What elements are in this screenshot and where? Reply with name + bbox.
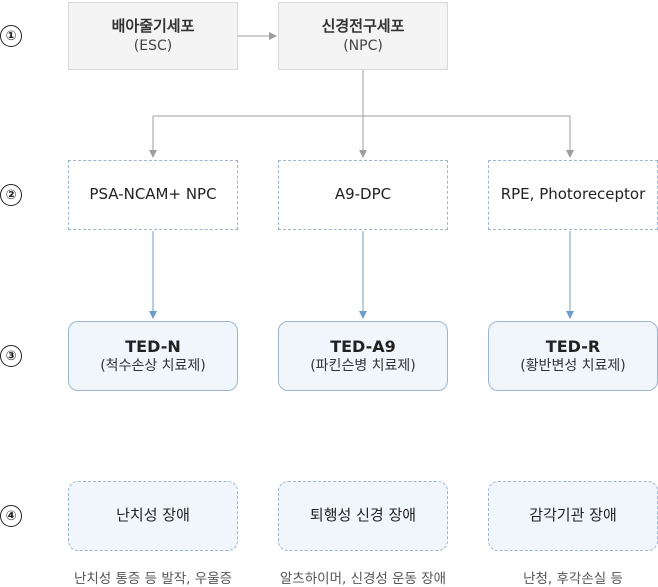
ted-n-sub: (척수손상 치료제)	[100, 358, 206, 375]
caption-sensory: 난청, 후각손실 등	[523, 571, 623, 587]
npc-sub: (NPC)	[343, 37, 383, 54]
a9-dpc-box: A9-DPC	[278, 160, 448, 230]
esc-box: 배아줄기세포 (ESC)	[68, 2, 238, 70]
esc-sub: (ESC)	[133, 37, 173, 54]
caption-degenerative: 알츠하이머, 신경성 운동 장애	[279, 571, 447, 587]
ted-r-sub: (황반변성 치료제)	[520, 358, 626, 375]
branch-connector	[153, 70, 570, 117]
ted-r-box: TED-R (황반변성 치료제)	[488, 321, 658, 391]
step-3-marker: ③	[0, 345, 22, 367]
ted-n-box: TED-N (척수손상 치료제)	[68, 321, 238, 391]
ted-n-title: TED-N	[125, 336, 181, 356]
step-2-marker: ②	[0, 184, 22, 206]
step-1-marker: ①	[0, 25, 22, 47]
ted-a9-box: TED-A9 (파킨슨병 치료제)	[278, 321, 448, 391]
esc-title: 배아줄기세포	[111, 17, 195, 36]
npc-title: 신경전구세포	[321, 17, 405, 36]
caption-intractable: 난치성 통증 등 발작, 우울증	[73, 571, 233, 587]
ted-r-title: TED-R	[545, 336, 601, 356]
sensory-organ-disorder-box: 감각기관 장애	[488, 481, 658, 551]
step-4-marker: ④	[0, 505, 22, 527]
intractable-disorder-box: 난치성 장애	[68, 481, 238, 551]
degenerative-neuro-disorder-box: 퇴행성 신경 장애	[278, 481, 448, 551]
ted-a9-title: TED-A9	[330, 336, 396, 356]
ted-a9-sub: (파킨슨병 치료제)	[310, 358, 416, 375]
rpe-photoreceptor-box: RPE, Photoreceptor	[488, 160, 658, 230]
npc-box: 신경전구세포 (NPC)	[278, 2, 448, 70]
psa-ncam-npc-box: PSA-NCAM+ NPC	[68, 160, 238, 230]
